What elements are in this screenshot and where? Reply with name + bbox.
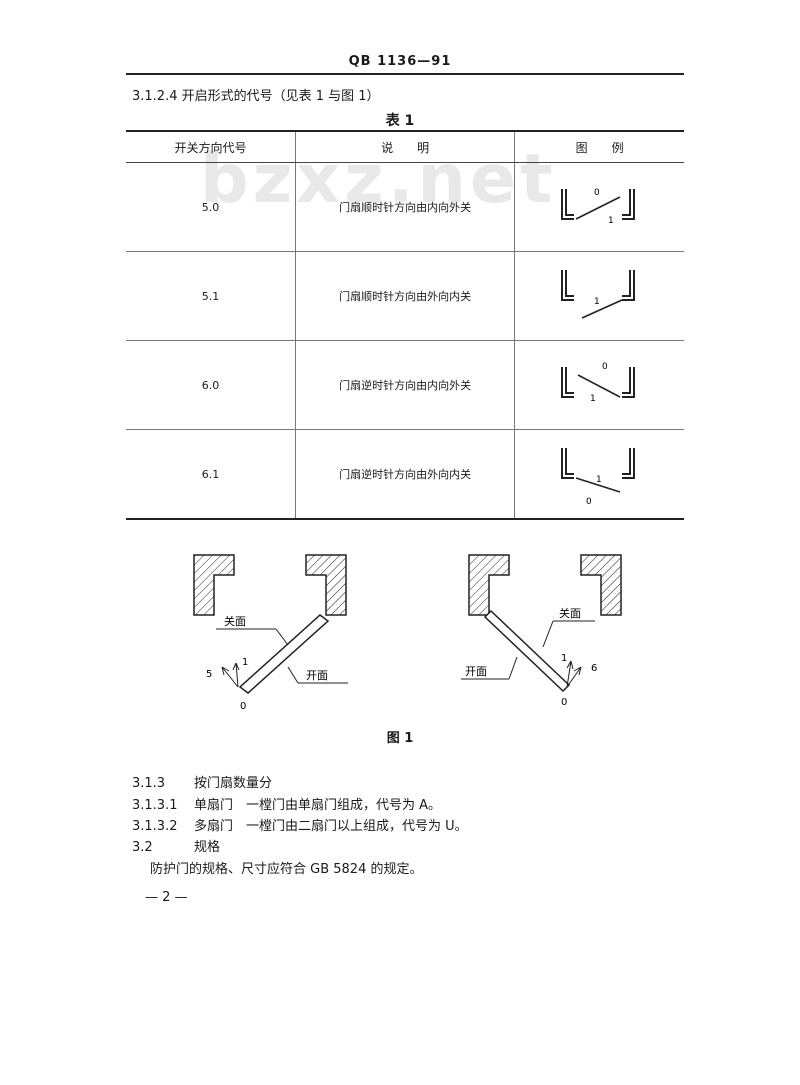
label-zero: 0 <box>594 188 600 198</box>
table-caption: 表 1 <box>385 113 415 129</box>
desc-cell: 门扇顺时针方向由内向外关 <box>294 162 515 252</box>
label-one: 1 <box>590 394 596 404</box>
open-face-label: 开面 <box>306 669 328 682</box>
left-frame-jamb <box>193 554 235 616</box>
body-paragraph: 防护门的规格、尺寸应符合 GB 5824 的规定。 <box>150 862 423 877</box>
paragraph: 3.1.3 按门扇数量分 <box>132 772 272 791</box>
document-header: QB 1136—91 <box>348 54 452 69</box>
clause-text: 单扇门 一樘门由单扇门组成，代号为 A。 <box>194 798 442 813</box>
paragraph: 3.1.3.2 多扇门 一樘门由二扇门以上组成，代号为 U。 <box>132 815 468 834</box>
door-leaf <box>238 614 330 694</box>
code-cell: 6.1 <box>126 429 296 520</box>
door-leaf <box>483 609 571 693</box>
position-one-label: 1 <box>242 657 248 668</box>
clause-text: 按门扇数量分 <box>194 776 273 791</box>
code-cell: 5.0 <box>126 162 296 252</box>
door-swing-diagram-6-0: 0 1 <box>560 362 635 404</box>
direction-code-label: 6 <box>591 663 597 674</box>
open-face-leader-tip <box>508 656 518 680</box>
close-face-leader-tip <box>275 628 289 646</box>
figure-cell: 1 <box>514 251 684 341</box>
table-header-row: 开关方向代号 说 明 图 例 <box>126 130 684 163</box>
section-title: 3.1.2.4 开启形式的代号（见表 1 与图 1） <box>132 89 380 104</box>
label-one: 1 <box>596 475 602 485</box>
clause-number: 3.1.3.1 <box>132 798 178 813</box>
position-zero-label: 0 <box>561 697 567 708</box>
figure-caption: 图 1 <box>386 731 414 746</box>
paragraph: 3.1.3.1 单扇门 一樘门由单扇门组成，代号为 A。 <box>132 794 441 813</box>
paragraph: 3.2 规格 <box>132 836 220 855</box>
figure-cell: 1 0 <box>514 429 684 520</box>
figure-cell: 0 1 <box>514 340 684 430</box>
rotation-arrow <box>566 660 572 688</box>
close-face-label: 关面 <box>224 614 246 628</box>
col-header-figure: 图 例 <box>514 130 684 163</box>
table-row: 5.0 门扇顺时针方向由内向外关 0 1 <box>126 162 684 252</box>
desc-cell: 门扇逆时针方向由外向内关 <box>294 429 515 520</box>
direction-code-label: 5 <box>206 669 212 680</box>
label-one: 1 <box>594 297 600 307</box>
swing-arrow <box>221 666 239 688</box>
figure-1-left-diagram: 关面 开面 5 1 0 <box>193 554 348 712</box>
position-one-label: 1 <box>561 653 567 664</box>
right-frame-jamb <box>305 554 347 616</box>
left-frame-jamb <box>468 554 510 616</box>
rotation-arrow <box>235 662 239 688</box>
code-cell: 6.0 <box>126 340 296 430</box>
clause-text: 多扇门 一樘门由二扇门以上组成，代号为 U。 <box>194 819 468 834</box>
door-swing-diagram-6-1: 1 0 <box>560 448 635 506</box>
clause-number: 3.1.3.2 <box>132 819 178 834</box>
clause-number: 3.1.3 <box>132 776 166 791</box>
door-swing-diagram-5-1: 1 <box>560 270 635 319</box>
figure-cell: 0 1 <box>514 162 684 252</box>
label-zero: 0 <box>586 497 592 506</box>
clause-text: 规格 <box>194 840 221 855</box>
opening-codes-table: 开关方向代号 说 明 图 例 5.0 门扇顺时针方向由内向外关 0 1 5.1 … <box>126 130 684 520</box>
header-rule <box>126 73 684 75</box>
figure-1-right-diagram: 关面 开面 6 1 0 <box>461 554 622 708</box>
swing-arrow <box>566 666 582 688</box>
desc-cell: 门扇顺时针方向由外向内关 <box>294 251 515 341</box>
open-face-label: 开面 <box>465 665 487 678</box>
table-row: 6.0 门扇逆时针方向由内向外关 0 1 <box>126 340 684 430</box>
col-header-code: 开关方向代号 <box>126 130 296 163</box>
position-zero-label: 0 <box>240 701 246 712</box>
close-face-leader-tip <box>542 620 554 648</box>
label-one: 1 <box>608 216 614 226</box>
clause-number: 3.2 <box>132 840 153 855</box>
door-swing-diagram-5-0: 0 1 <box>560 188 635 226</box>
table-row: 6.1 门扇逆时针方向由外向内关 1 0 <box>126 429 684 520</box>
col-header-desc: 说 明 <box>294 130 515 163</box>
right-frame-jamb <box>580 554 622 616</box>
open-face-leader-tip <box>287 666 299 684</box>
close-face-label: 关面 <box>559 606 581 620</box>
page-number: — 2 — <box>145 890 188 905</box>
table-row: 5.1 门扇顺时针方向由外向内关 1 <box>126 251 684 341</box>
desc-cell: 门扇逆时针方向由内向外关 <box>294 340 515 430</box>
label-zero: 0 <box>602 362 608 372</box>
code-cell: 5.1 <box>126 251 296 341</box>
